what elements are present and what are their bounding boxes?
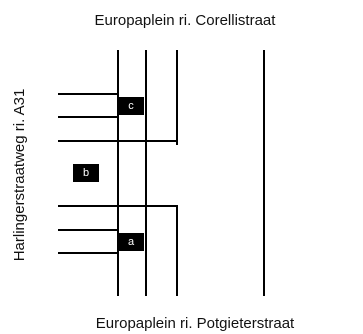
marker-a: a <box>118 233 144 251</box>
vertical-line-3-upper <box>176 50 178 145</box>
left-direction-label: Harlingerstraatweg ri. A31 <box>11 88 28 262</box>
marker-b: b <box>73 164 99 182</box>
marker-c: c <box>118 97 144 115</box>
horizontal-line-upper-2 <box>58 116 119 118</box>
vertical-line-4 <box>263 50 265 296</box>
vertical-line-3-lower <box>176 205 178 296</box>
horizontal-line-lower-2 <box>58 229 119 231</box>
top-direction-label: Europaplein ri. Corellistraat <box>94 12 276 29</box>
bottom-direction-label: Europaplein ri. Potgieterstraat <box>95 315 295 332</box>
horizontal-line-upper-3 <box>58 140 177 142</box>
horizontal-line-lower-1 <box>58 205 177 207</box>
vertical-line-1 <box>117 50 119 296</box>
vertical-line-2 <box>145 50 147 296</box>
horizontal-line-lower-3 <box>58 252 119 254</box>
horizontal-line-upper-1 <box>58 93 119 95</box>
